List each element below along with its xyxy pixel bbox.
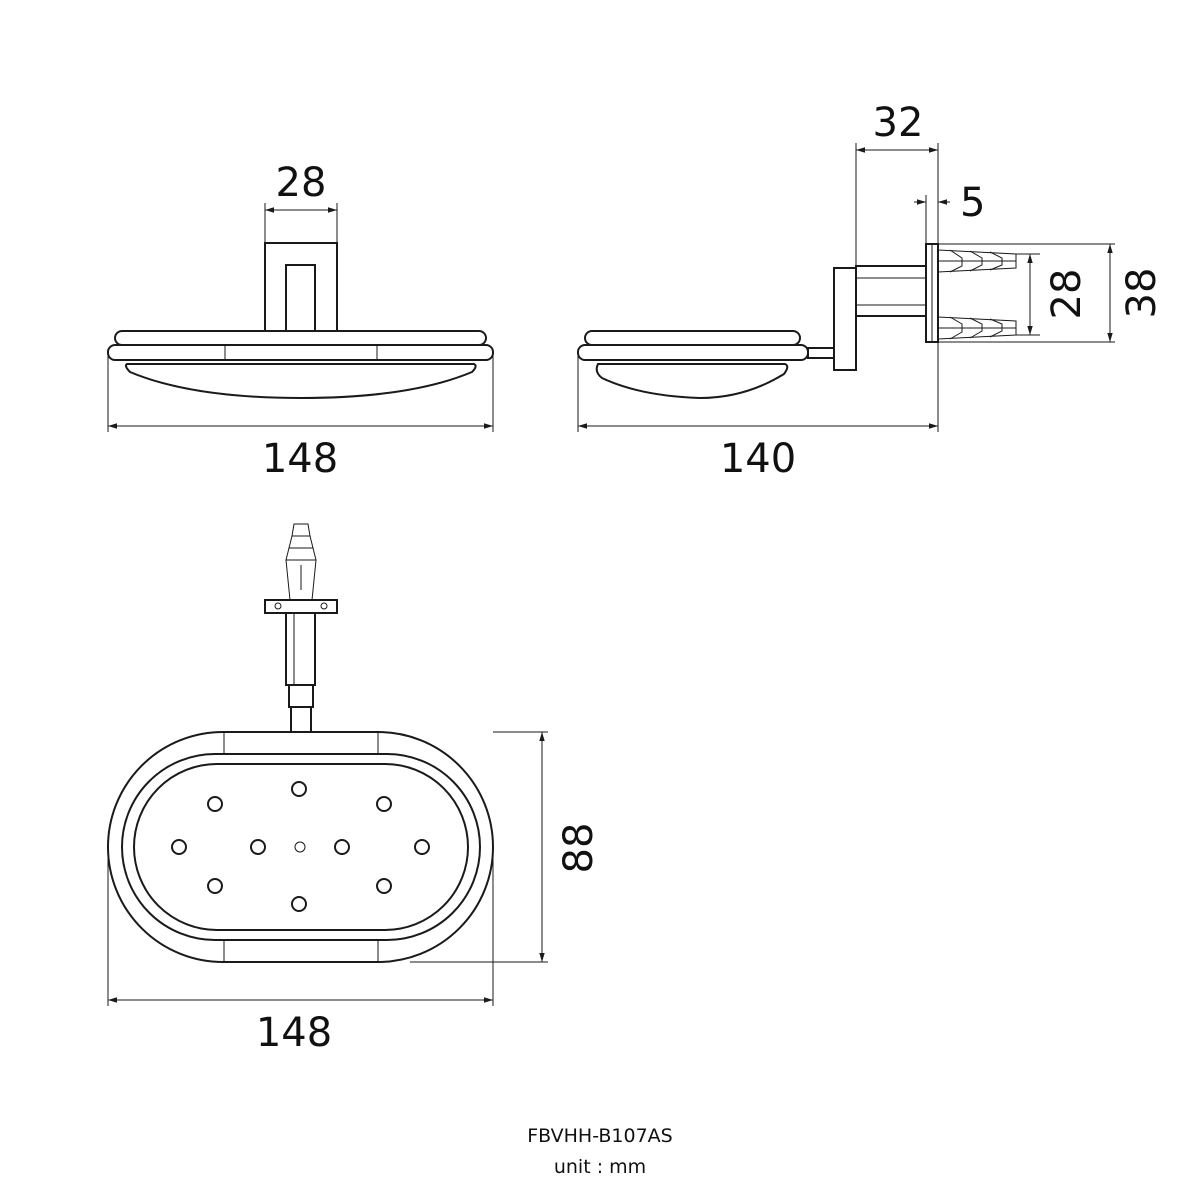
top-dim-88: 88	[410, 731, 602, 963]
side-dim-28: 28	[1016, 253, 1090, 336]
side-dim-140: 140	[577, 342, 939, 482]
side-view: 32 5 28 38 140	[577, 100, 1165, 482]
front-wall-mount	[264, 242, 338, 332]
front-dim-148: 148	[107, 352, 494, 482]
model-number: FBVHH-B107AS	[527, 1125, 673, 1147]
side-dim-38: 38	[938, 243, 1165, 343]
front-view: 28 148	[107, 160, 494, 482]
side-dim-32: 32	[855, 100, 939, 266]
side-dim-32-label: 32	[873, 100, 924, 146]
front-dim-28: 28	[264, 160, 338, 243]
drain-holes	[171, 781, 430, 912]
side-dish-body	[577, 330, 809, 400]
side-dim-28-label: 28	[1044, 269, 1090, 320]
side-dim-5-label: 5	[960, 180, 985, 226]
side-dim-38-label: 38	[1119, 268, 1165, 319]
unit-label: unit : mm	[553, 1156, 647, 1178]
top-dim-88-label: 88	[556, 823, 602, 874]
front-dish-body	[107, 330, 494, 400]
side-dim-140-label: 140	[720, 436, 796, 482]
top-dim-148-label: 148	[256, 1010, 332, 1056]
top-dish-outline	[107, 731, 494, 963]
front-dim-28-label: 28	[276, 160, 327, 206]
top-view: 88 148	[107, 523, 602, 1056]
top-dim-148: 148	[107, 847, 494, 1056]
side-dim-5: 5	[914, 180, 985, 244]
side-arm-and-mount	[807, 243, 939, 371]
top-wall-anchor	[264, 523, 338, 732]
front-dim-148-label: 148	[262, 436, 338, 482]
side-wall-anchor-top	[937, 249, 1017, 273]
side-wall-anchor-bottom	[937, 316, 1017, 340]
